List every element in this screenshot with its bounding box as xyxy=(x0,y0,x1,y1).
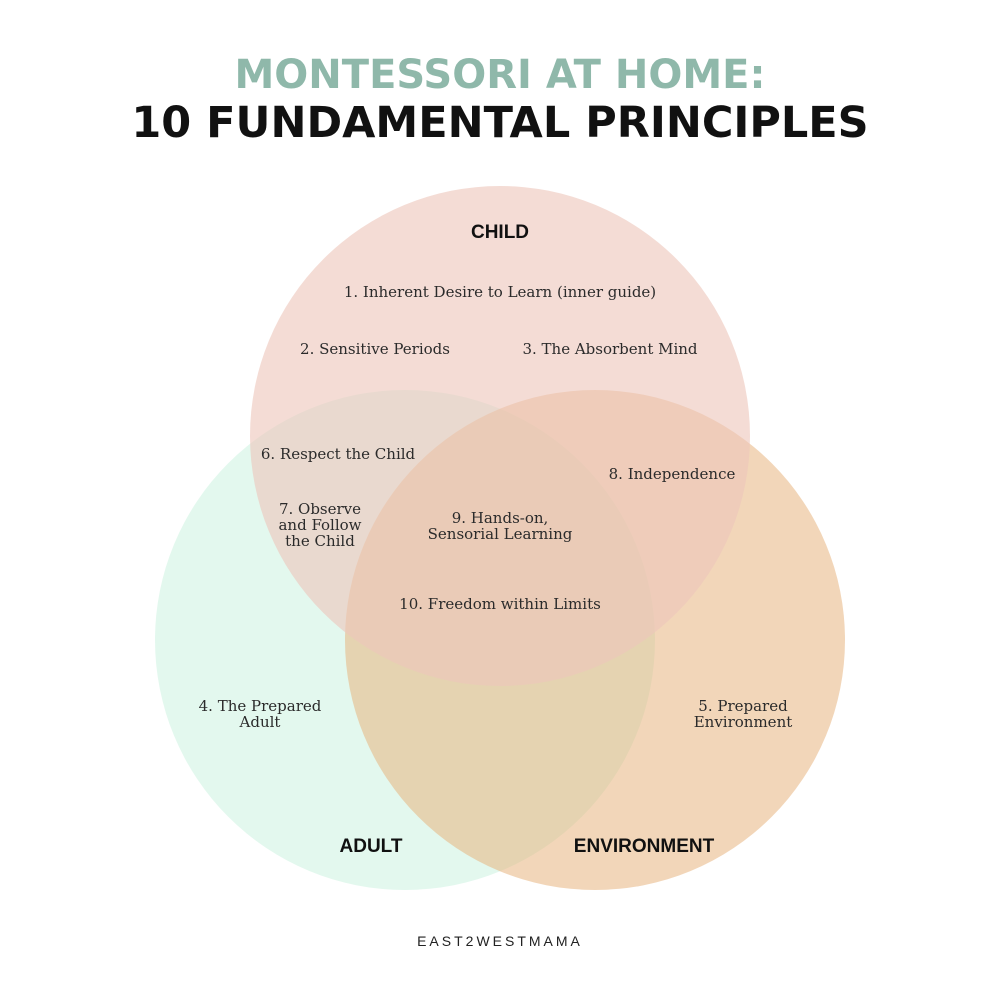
principle-2: 2. Sensitive Periods xyxy=(300,340,450,358)
principle-8: 8. Independence xyxy=(608,465,736,483)
principle-5: 5. Prepared Environment xyxy=(693,697,793,731)
principle-10: 10. Freedom within Limits xyxy=(399,595,601,613)
environment-heading: ENVIRONMENT xyxy=(573,836,715,857)
brand-footer: EAST2WESTMAMA xyxy=(417,933,583,949)
principle-4: 4. The Prepared Adult xyxy=(198,697,322,731)
title-line-1: MONTESSORI AT HOME: xyxy=(234,52,766,98)
principle-3: 3. The Absorbent Mind xyxy=(522,340,698,358)
principle-9: 9. Hands-on, Sensorial Learning xyxy=(427,509,573,543)
title-line-2: 10 FUNDAMENTAL PRINCIPLES xyxy=(131,98,869,148)
adult-heading: ADULT xyxy=(339,836,403,857)
child-heading: CHILD xyxy=(470,222,530,243)
principle-6: 6. Respect the Child xyxy=(260,445,416,463)
principle-7: 7. Observe and Follow the Child xyxy=(278,500,362,550)
child-circle xyxy=(250,186,750,686)
principle-1: 1. Inherent Desire to Learn (inner guide… xyxy=(343,283,657,301)
